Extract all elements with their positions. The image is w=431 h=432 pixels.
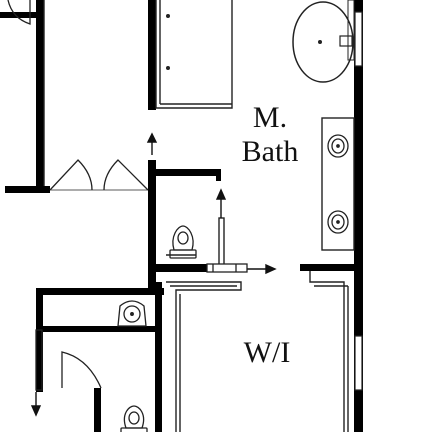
bathtub-icon [231,0,355,108]
walls [0,0,363,432]
double-door-swing [49,159,93,191]
toilet-lower-icon [120,405,148,432]
room-label-master-bath-line2: Bath [241,135,299,168]
wall-door-head [148,169,220,176]
double-door-swing-2 [103,159,149,191]
wall-wi-top-left [148,264,210,272]
window-1 [354,11,363,67]
wall-corner-nw [0,12,44,18]
wall-powder-divider [43,326,155,332]
room-label-walk-in: W/I [243,336,291,369]
wi-outline-left [166,281,242,432]
wall-powder-west [36,288,43,392]
wi-outline-right [309,271,345,432]
pedestal-sink-icon [117,300,147,327]
toilet-icon [169,225,197,259]
vanity-sink-icon [327,134,349,234]
room-label-master-bath-line1: M. [252,101,288,134]
wall-central-upper [148,0,156,110]
closet-door-swing [7,0,31,25]
wall-powder-top [36,288,164,295]
cabinet-knobs [166,14,170,70]
wall-powder-inner [94,388,101,432]
shower-partition [218,217,225,271]
wall-central-mid [148,160,156,290]
wall-wi-top-right [300,264,360,271]
doors [7,0,149,389]
wall-east [354,0,363,432]
powder-door-swing [61,351,102,389]
wall-west-upper [36,0,44,190]
vanity-counter [321,117,355,251]
window-2 [354,335,363,391]
windows [354,11,363,391]
shower-stall-icon [35,263,248,391]
wall-door-jamb [216,169,221,181]
wall-central-lower [155,282,162,432]
wall-west-horizontal [5,186,50,193]
